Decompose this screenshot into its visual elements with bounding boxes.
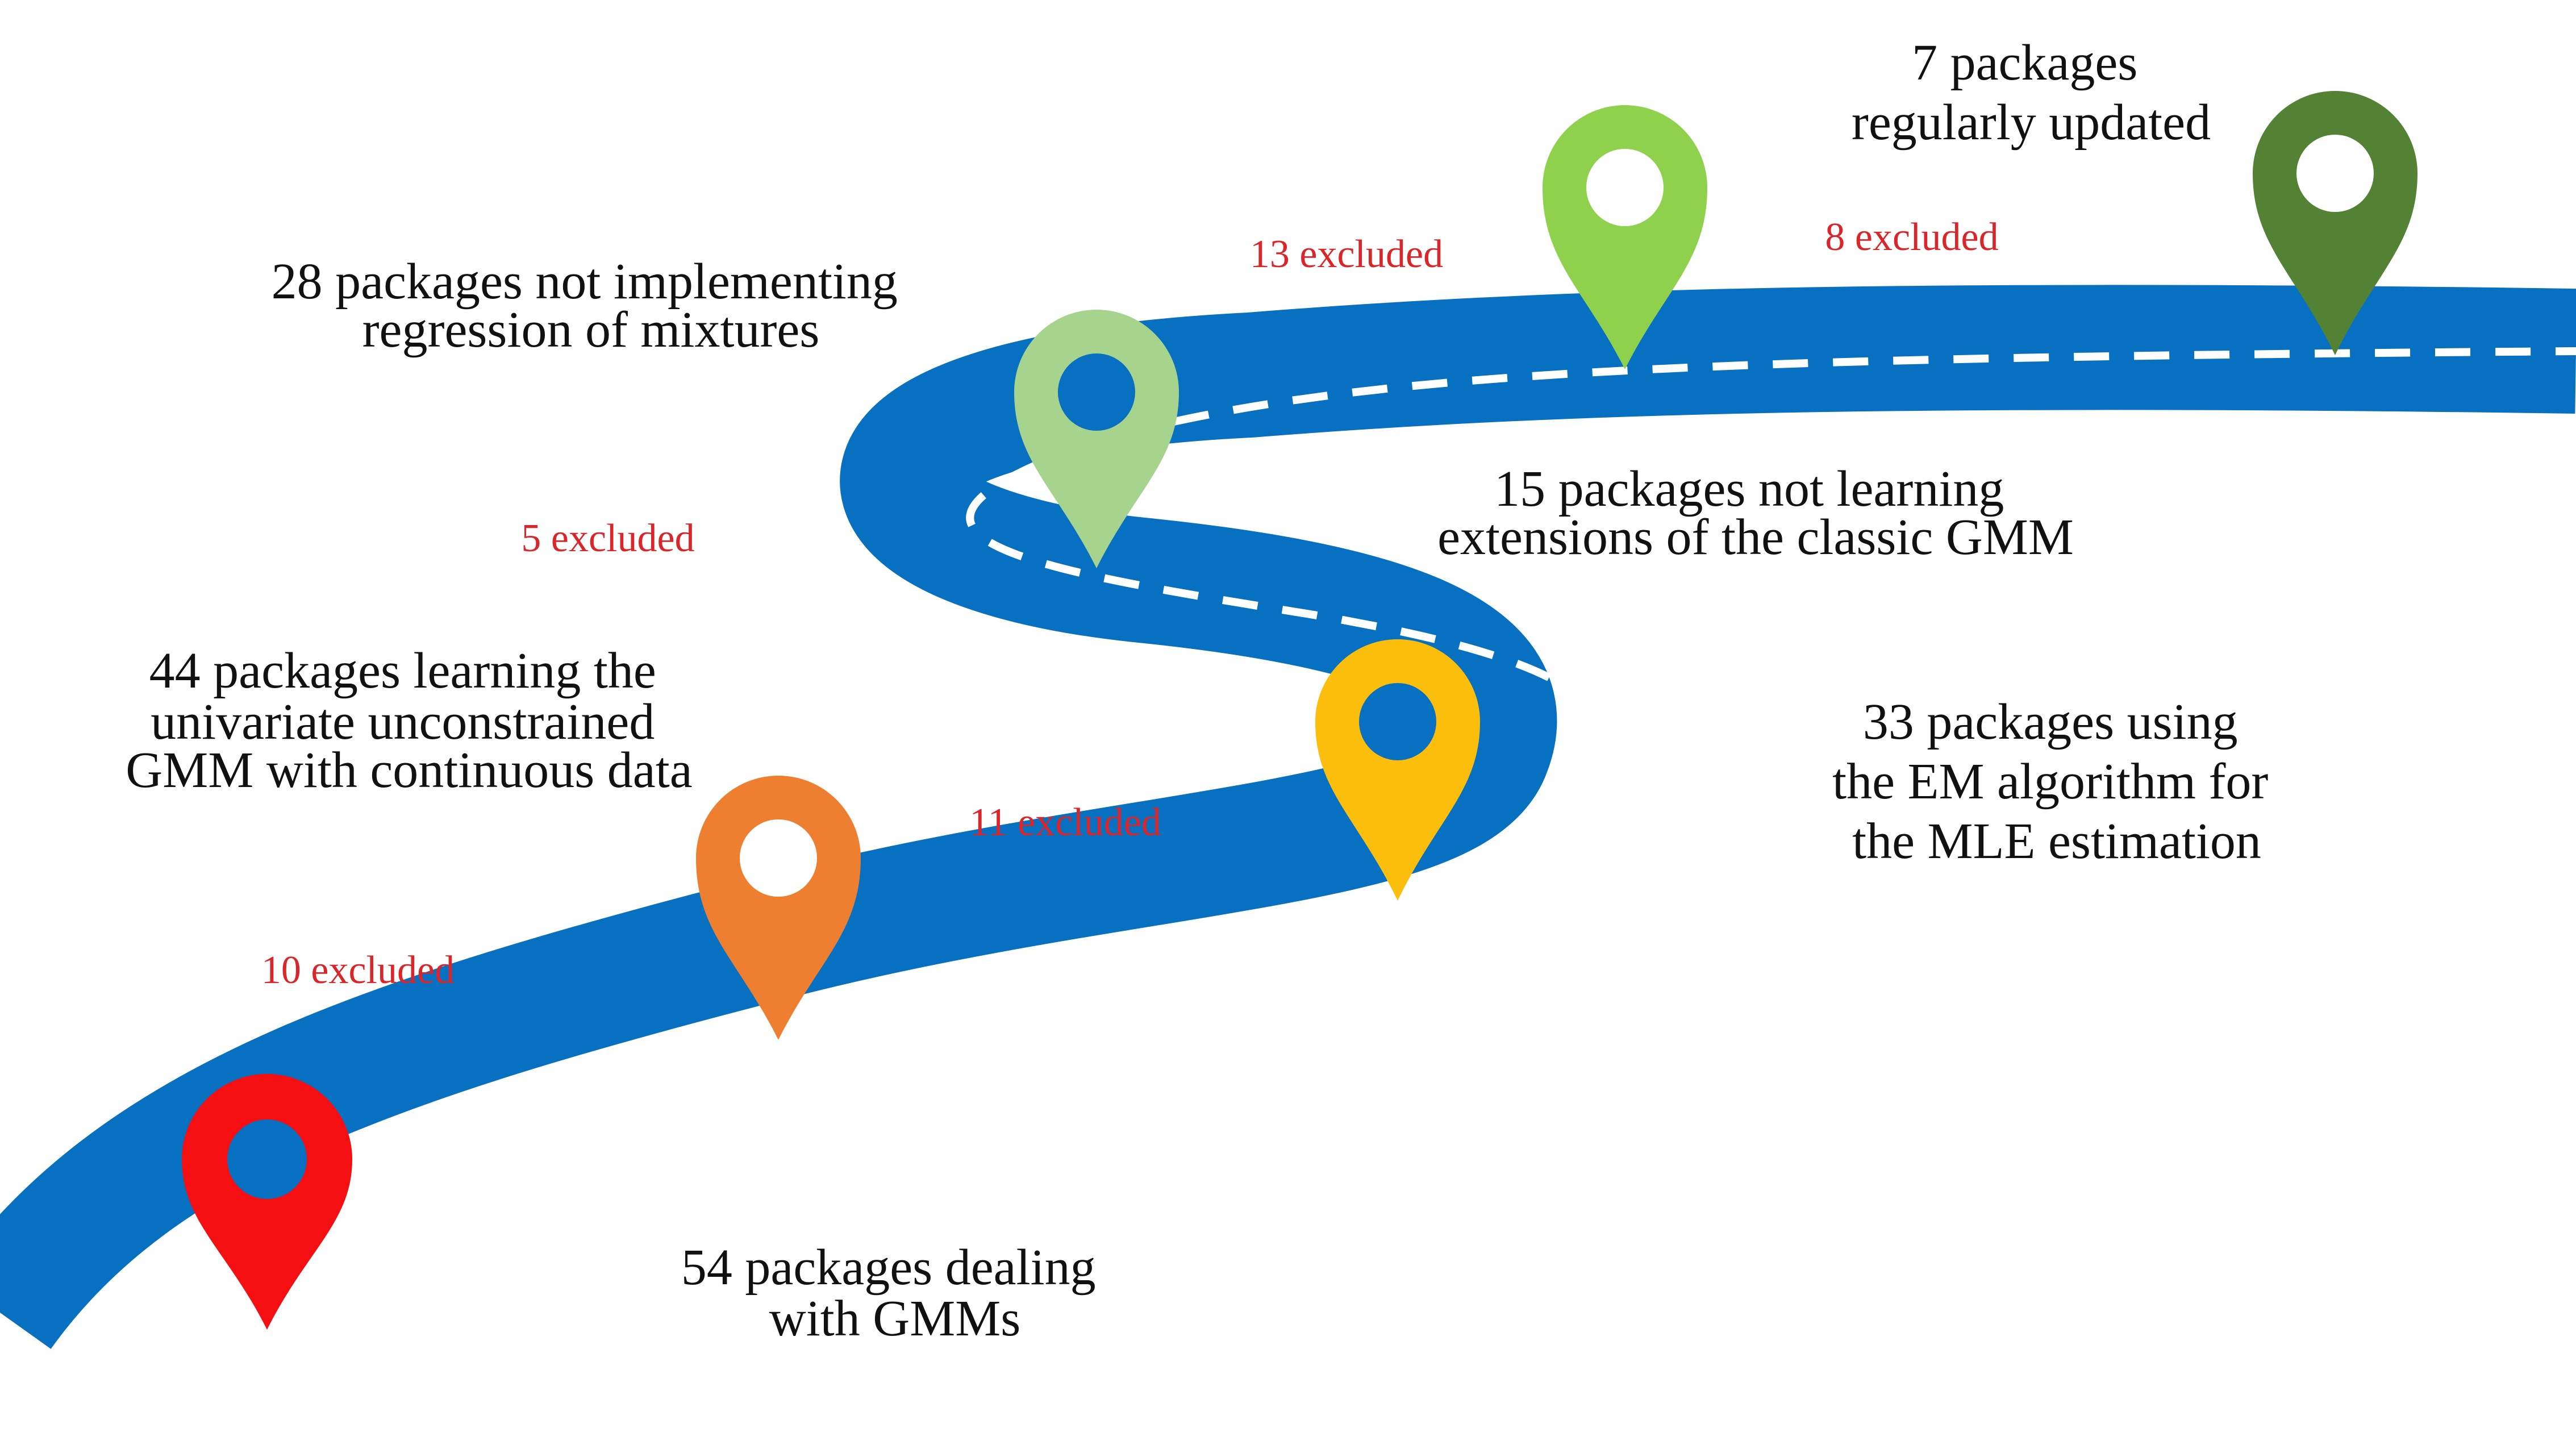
pin-marker-icon-1 — [182, 1073, 352, 1330]
stage-label-3-line-3: the MLE estimation — [1852, 813, 2261, 869]
exclusion-label-5: 8 excluded — [1825, 215, 1998, 259]
pin-marker-icon-5 — [1543, 105, 1707, 369]
stage-label-4-line-2: regression of mixtures — [362, 302, 820, 358]
stage-label-4: 28 packages not implementing regression … — [272, 253, 911, 358]
stage-label-2: 44 packages learning the univariate unco… — [126, 643, 692, 798]
stage-label-1: 54 packages dealing with GMMs — [681, 1239, 1108, 1347]
exclusion-label-3: 5 excluded — [521, 517, 694, 560]
pin-marker-icon-2 — [696, 776, 861, 1040]
stage-label-2-line-2: univariate unconstrained — [151, 694, 655, 750]
stage-label-6: 7 packages regularly updated — [1852, 35, 2211, 151]
stage-label-4-line-1: 28 packages not implementing — [272, 253, 898, 310]
road-center-line — [240, 347, 2576, 1449]
stage-label-2-line-1: 44 packages learning the — [149, 643, 656, 699]
stage-label-6-line-1: 7 packages — [1912, 35, 2137, 91]
stage-label-5: 15 packages not learning extensions of t… — [1437, 461, 2074, 565]
stage-label-2-line-3: GMM with continuous data — [126, 742, 692, 798]
pin-marker-icon-4 — [1014, 310, 1179, 568]
exclusion-label-1: 10 excluded — [261, 948, 455, 992]
pin-marker-icon-3 — [1315, 639, 1480, 901]
exclusion-label-2: 11 excluded — [969, 801, 1161, 844]
stage-label-3: 33 packages using the EM algorithm for t… — [1832, 694, 2281, 869]
stage-label-5-line-1: 15 packages not learning — [1494, 461, 2004, 517]
pin-marker-icon-6 — [2253, 91, 2417, 355]
stage-label-6-line-2: regularly updated — [1852, 94, 2211, 151]
exclusion-label-4: 13 excluded — [1250, 232, 1443, 276]
road-body — [0, 285, 2576, 1350]
stage-label-5-line-2: extensions of the classic GMM — [1437, 509, 2074, 565]
stage-label-1-line-2: with GMMs — [769, 1290, 1021, 1347]
stage-label-3-line-1: 33 packages using — [1863, 694, 2238, 750]
stage-label-3-line-2: the EM algorithm for — [1832, 753, 2268, 810]
stage-label-1-line-1: 54 packages dealing — [681, 1239, 1096, 1296]
